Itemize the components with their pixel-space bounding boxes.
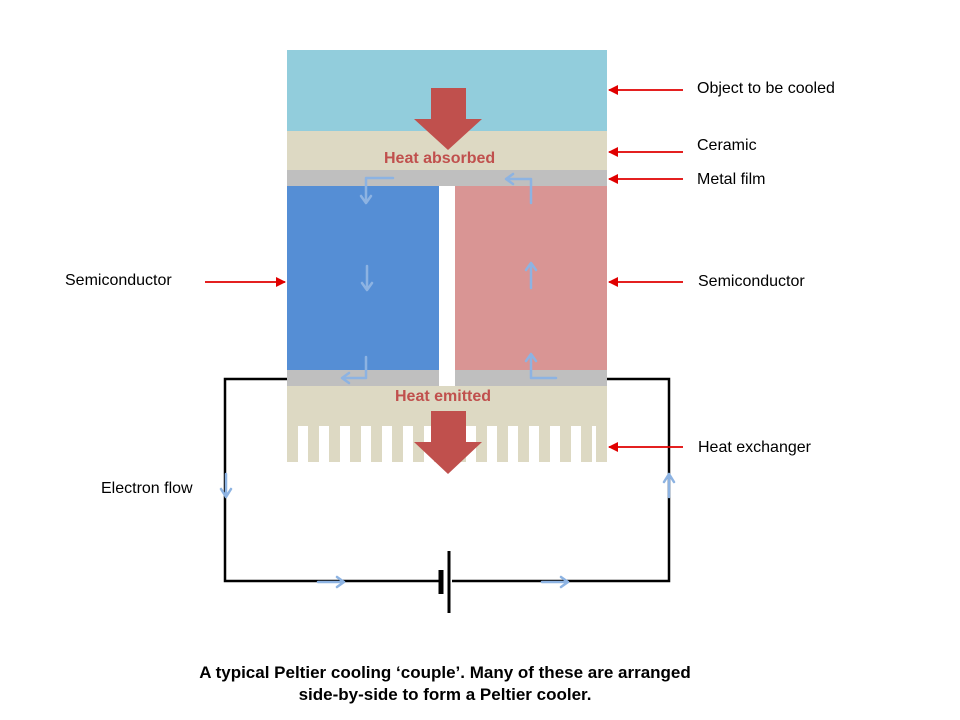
electron-flow-arrows [219,172,676,589]
label-heat-emitted: Heat emitted [395,388,492,405]
caption-line-2: side-by-side to form a Peltier cooler. [298,685,592,704]
top-metal-film [287,170,607,186]
label-heat-absorbed: Heat absorbed [384,150,496,167]
label-heat-exchanger: Heat exchanger [698,439,811,456]
heat-emitted-arrow [414,411,482,474]
pointer-arrows [205,85,683,452]
label-electron-flow: Electron flow [101,480,193,497]
caption-line-1: A typical Peltier cooling ‘couple’. Many… [199,663,691,682]
heat-absorbed-arrow [414,88,482,150]
label-semiconductor-right: Semiconductor [698,273,805,290]
label-semiconductor-left: Semiconductor [65,272,172,289]
label-object: Object to be cooled [697,80,835,97]
label-ceramic: Ceramic [697,137,757,154]
figure-caption: A typical Peltier cooling ‘couple’. Many… [80,662,810,706]
label-metal-film: Metal film [697,171,766,188]
n-semiconductor [287,186,439,370]
